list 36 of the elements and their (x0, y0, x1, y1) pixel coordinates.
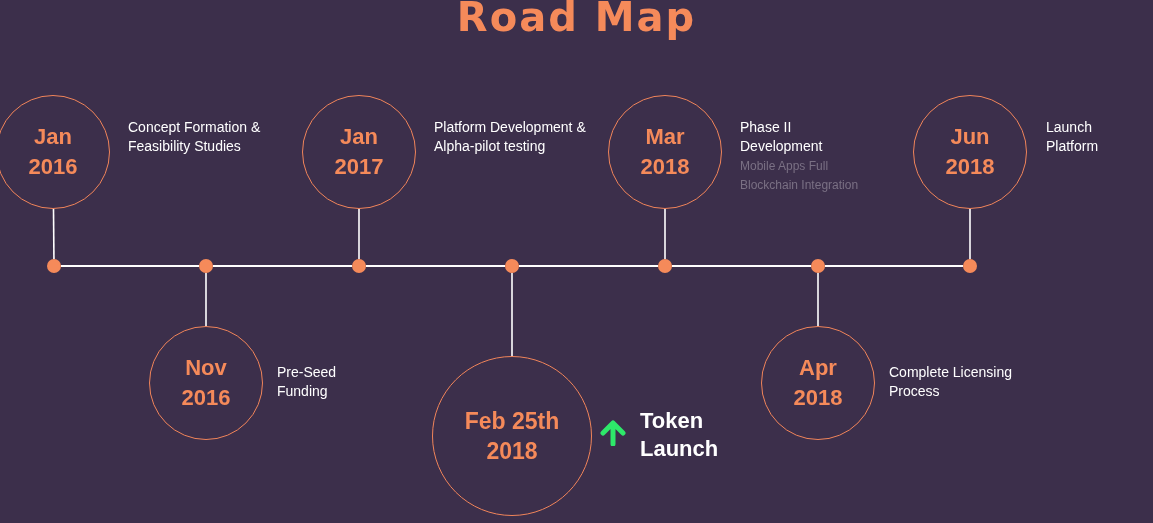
timeline-dot (199, 259, 213, 273)
timeline-dot (963, 259, 977, 273)
milestone-text: Concept Formation & Feasibility Studies (128, 118, 262, 156)
connector-line (205, 272, 207, 327)
timeline-line (518, 265, 659, 267)
timeline-dot (352, 259, 366, 273)
timeline-dot (811, 259, 825, 273)
milestone-text: Pre-Seed Funding (277, 363, 338, 401)
timeline-line (365, 265, 506, 267)
milestone-text: Phase II Development (740, 118, 824, 156)
timeline-dot (47, 259, 61, 273)
connector-line (511, 272, 513, 357)
timeline-dot (658, 259, 672, 273)
date-label: Jan 2017 (333, 123, 385, 181)
connector-line (664, 208, 666, 260)
title: Road Map (456, 0, 697, 40)
timeline-line (671, 265, 812, 267)
timeline-line (212, 265, 353, 267)
date-label: Feb 25th 2018 (463, 407, 561, 466)
date-label: Nov 2016 (180, 354, 232, 412)
connector-line (817, 272, 819, 327)
milestone-text: Launch Platform (1046, 118, 1100, 156)
date-label: Jun 2018 (944, 123, 996, 181)
connector-line (358, 208, 360, 260)
date-label: Jan 2016 (27, 123, 79, 181)
connector-line (52, 208, 55, 260)
timeline-line (60, 265, 200, 267)
milestone-text: Complete Licensing Process (889, 363, 1013, 401)
date-label: Mar 2018 (639, 123, 691, 181)
detail-text: Mobile Apps Full Blockchain Integration (740, 158, 860, 194)
timeline-dot (505, 259, 519, 273)
date-label: Apr 2018 (792, 354, 844, 412)
milestone-text: Platform Development & Alpha-pilot testing (434, 118, 587, 156)
connector-line (969, 208, 971, 260)
timeline-line (824, 265, 964, 267)
milestone-text: Token Launch (640, 407, 720, 463)
